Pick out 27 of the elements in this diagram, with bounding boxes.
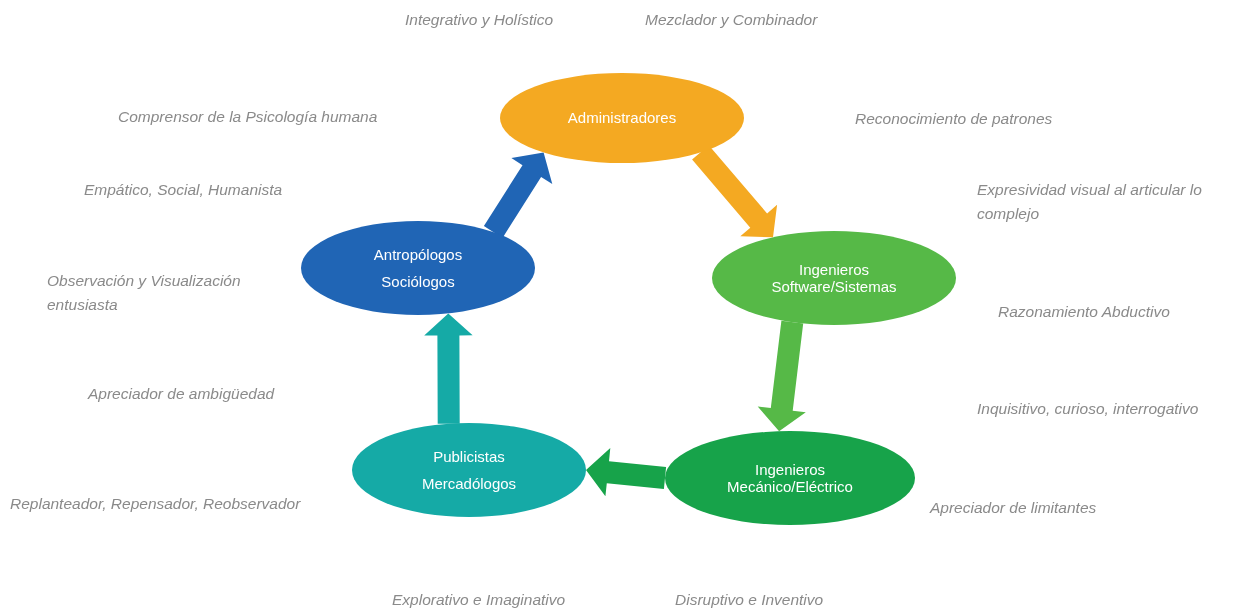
block-arrow — [757, 320, 806, 432]
block-arrow — [424, 313, 473, 424]
trait-note: Expresividad visual al articular lo complejo — [977, 180, 1203, 224]
trait-note: Explorativo e Imaginativo — [392, 590, 566, 610]
trait-note: Apreciador de limitantes — [930, 498, 1097, 518]
role-label: Publicistas — [433, 447, 505, 465]
trait-note: Comprensor de la Psicología humana — [118, 107, 378, 127]
trait-note: Razonamiento Abductivo — [998, 302, 1170, 322]
block-arrow — [483, 152, 553, 238]
trait-note: Empático, Social, Humanista — [84, 180, 283, 200]
role-label: Antropólogos — [373, 245, 463, 263]
trait-note: Integrativo y Holístico — [405, 10, 554, 30]
trait-note: Apreciador de ambigüedad — [88, 384, 275, 404]
trait-note: Disruptivo e Inventivo — [675, 590, 824, 610]
block-arrow — [586, 448, 667, 497]
trait-note: Mezclador y Combinador — [645, 10, 818, 30]
role-label: Mercadólogos — [421, 475, 517, 493]
trait-note: Replanteador, Repensador, Reobservador — [10, 494, 301, 514]
role-label: Sociólogos — [381, 273, 455, 291]
trait-note: Observación y Visualización entusiasta — [47, 271, 242, 315]
role-label: Software/Sistemas — [771, 278, 897, 296]
role-label: Administradores — [567, 109, 677, 127]
role-label: Ingenieros — [754, 460, 826, 478]
role-label: Ingenieros — [798, 260, 870, 278]
trait-note: Inquisitivo, curioso, interrogativo — [977, 399, 1199, 419]
role-label: Mecánico/Eléctrico — [727, 478, 853, 496]
trait-note: Reconocimiento de patrones — [855, 109, 1053, 129]
